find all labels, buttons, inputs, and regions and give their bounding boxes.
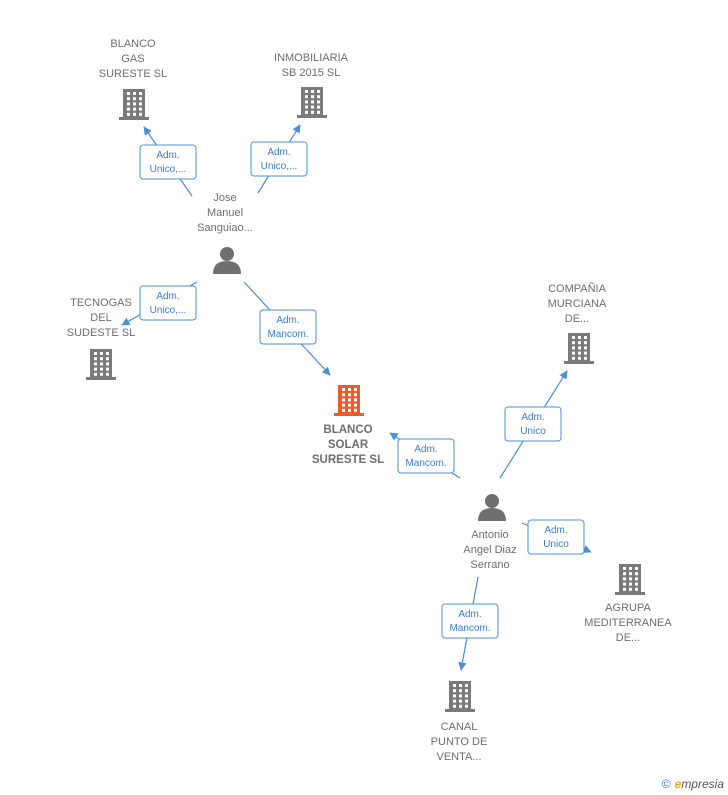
edge-role-label[interactable]: Adm. Unico,... — [250, 141, 308, 177]
role-label-text: Unico,... — [261, 161, 298, 172]
node-label: Serrano — [470, 559, 509, 571]
node-label: SB 2015 SL — [282, 67, 341, 79]
node-label: SURESTE SL — [312, 454, 384, 466]
role-label-text: Mancom. — [449, 623, 490, 634]
role-label-box — [527, 519, 585, 555]
role-label-text: Adm. — [414, 444, 437, 455]
node-label: Manuel — [207, 207, 243, 219]
building-icon — [334, 385, 364, 416]
node-label: DE... — [616, 632, 640, 644]
role-label-text: Adm. — [521, 412, 544, 423]
role-label-text: Mancom. — [405, 458, 446, 469]
copyright-symbol: © — [661, 777, 671, 791]
role-label-text: Unico,... — [150, 305, 187, 316]
node-label: INMOBILIARIA — [274, 52, 349, 64]
building-icon — [564, 333, 594, 364]
role-label-text: Unico,... — [150, 164, 187, 175]
building-icon — [86, 349, 116, 380]
edge-role-label[interactable]: Adm. Unico,... — [139, 285, 197, 321]
role-label-text: Mancom. — [267, 329, 308, 340]
node-label: CANAL — [441, 721, 478, 733]
role-label-text: Adm. — [156, 291, 179, 302]
node-agrupa[interactable]: AGRUPA MEDITERRANEA DE... — [584, 564, 672, 644]
node-label: PUNTO DE — [431, 736, 488, 748]
role-label-box — [259, 309, 317, 345]
node-label: TECNOGAS — [70, 297, 132, 309]
node-label: MURCIANA — [548, 298, 607, 310]
node-tecnogas[interactable]: TECNOGAS DEL SUDESTE SL — [67, 297, 135, 380]
role-label-box — [504, 406, 562, 442]
role-label-text: Unico — [520, 426, 546, 437]
edge-jose-to-blanco-gas: Adm. Unico,... — [139, 126, 197, 197]
building-icon — [297, 87, 327, 118]
node-label: Jose — [213, 192, 236, 204]
edge-role-label[interactable]: Adm. Unico — [527, 519, 585, 555]
node-label: DEL — [90, 312, 111, 324]
building-icon — [445, 681, 475, 712]
edge-role-label[interactable]: Adm. Unico,... — [139, 144, 197, 180]
role-label-box — [397, 438, 455, 474]
edge-role-label[interactable]: Adm. Mancom. — [259, 309, 317, 345]
role-label-box — [139, 144, 197, 180]
building-icon — [615, 564, 645, 595]
node-canal[interactable]: CANAL PUNTO DE VENTA... — [431, 681, 488, 763]
node-label: COMPAÑIA — [548, 282, 607, 295]
edge-role-label[interactable]: Adm. Mancom. — [397, 438, 455, 474]
node-label: SUDESTE SL — [67, 327, 135, 339]
person-icon — [478, 494, 506, 521]
node-label: SURESTE SL — [99, 68, 167, 80]
edge-jose-to-tecnogas: Adm. Unico,... — [121, 281, 198, 326]
edge-role-label[interactable]: Adm. Unico — [504, 406, 562, 442]
node-label: MEDITERRANEA — [584, 617, 672, 629]
node-label: DE... — [565, 313, 589, 325]
node-inmobiliaria[interactable]: INMOBILIARIA SB 2015 SL — [274, 52, 349, 118]
node-label: VENTA... — [436, 751, 481, 763]
role-label-box — [139, 285, 197, 321]
node-label: Antonio — [471, 529, 508, 541]
building-icon — [119, 89, 149, 120]
edge-role-label[interactable]: Adm. Mancom. — [441, 603, 499, 639]
role-label-box — [441, 603, 499, 639]
node-blanco-solar[interactable]: BLANCO SOLAR SURESTE SL — [312, 385, 384, 466]
edge-antonio-to-agrupa: Adm. Unico — [521, 519, 592, 555]
person-icon — [213, 247, 241, 274]
edge-jose-to-inmobiliaria: Adm. Unico,... — [250, 124, 308, 194]
role-label-text: Unico — [543, 539, 569, 550]
edge-jose-to-blanco-solar: Adm. Mancom. — [243, 281, 331, 376]
node-label: AGRUPA — [605, 602, 651, 614]
node-label: BLANCO — [323, 424, 372, 436]
footer-credit: ©empresia — [662, 777, 724, 791]
role-label-text: Adm. — [544, 525, 567, 536]
edge-antonio-to-compania: Adm. Unico — [499, 370, 568, 479]
node-label: Angel Diaz — [463, 544, 516, 556]
brand-logo: empresia — [674, 777, 724, 791]
node-blanco-gas[interactable]: BLANCO GAS SURESTE SL — [99, 38, 167, 120]
node-label: GAS — [121, 53, 144, 65]
edge-antonio-to-canal: Adm. Mancom. — [441, 576, 499, 671]
node-jose[interactable]: JoseManuelSanguiao... — [197, 192, 253, 274]
node-label: Sanguiao... — [197, 222, 253, 234]
role-label-text: Adm. — [267, 147, 290, 158]
role-label-box — [250, 141, 308, 177]
edge-antonio-to-blanco-solar: Adm. Mancom. — [389, 432, 461, 479]
node-label: BLANCO — [110, 38, 156, 50]
node-compania[interactable]: COMPAÑIA MURCIANA DE... — [548, 282, 607, 364]
role-label-text: Adm. — [156, 150, 179, 161]
role-label-text: Adm. — [458, 609, 481, 620]
role-label-text: Adm. — [276, 315, 299, 326]
node-label: SOLAR — [328, 439, 369, 451]
